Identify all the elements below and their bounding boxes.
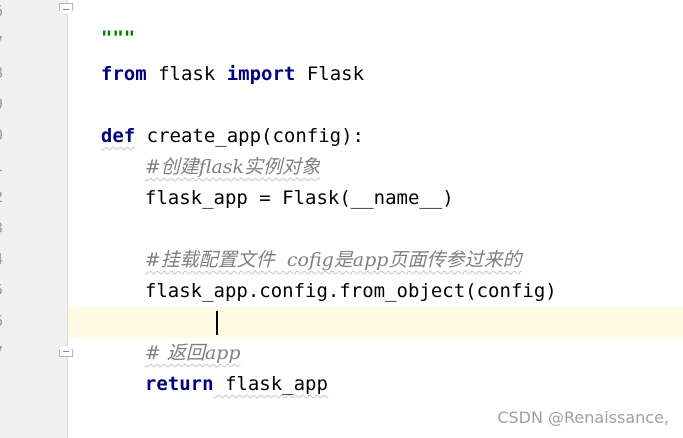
return-value: flask_app bbox=[213, 373, 328, 395]
line-number: 7 bbox=[0, 337, 8, 368]
line-number: 2 bbox=[0, 182, 8, 213]
code-line[interactable]: #创建flask实例对象 bbox=[122, 121, 320, 178]
code-line[interactable]: return flask_app bbox=[122, 338, 328, 395]
config-call-statement: flask_app.config.from_object(config) bbox=[144, 280, 557, 302]
module-name: flask bbox=[146, 63, 227, 85]
current-line-highlight bbox=[68, 307, 683, 338]
code-line[interactable]: def create_app(config): bbox=[78, 90, 364, 147]
comment: #创建flask实例对象 bbox=[144, 156, 321, 178]
fold-toggle-icon[interactable] bbox=[59, 345, 73, 357]
keyword-return: return bbox=[144, 373, 214, 395]
line-number: 7 bbox=[0, 27, 8, 58]
line-number: 5 bbox=[0, 275, 8, 306]
line-number: 4 bbox=[0, 244, 8, 275]
code-line[interactable]: """ bbox=[78, 0, 135, 49]
line-number: 8 bbox=[0, 58, 8, 89]
function-signature: create_app(config): bbox=[135, 125, 364, 147]
code-line[interactable]: #挂载配置文件 cofig是app页面传参过来的 bbox=[122, 214, 522, 271]
watermark: CSDN @Renaissance, bbox=[497, 408, 669, 427]
line-number: 9 bbox=[0, 89, 8, 120]
comment: # 返回app bbox=[144, 342, 241, 364]
code-line[interactable]: # 返回app bbox=[122, 307, 241, 364]
docstring-quotes: """ bbox=[100, 27, 136, 49]
keyword-import: import bbox=[226, 63, 296, 85]
import-name: Flask bbox=[295, 63, 365, 85]
code-line[interactable]: from flask import Flask bbox=[78, 28, 364, 85]
code-line[interactable]: flask_app = Flask(__name__) bbox=[122, 152, 454, 209]
line-number: 1 bbox=[0, 151, 8, 182]
assignment-statement: flask_app = Flask(__name__) bbox=[144, 187, 454, 209]
fold-toggle-icon[interactable] bbox=[59, 3, 73, 15]
keyword-def: def bbox=[100, 125, 136, 147]
text-caret bbox=[216, 311, 218, 335]
line-number: 6 bbox=[0, 0, 8, 27]
comment: #挂载配置文件 cofig是app页面传参过来的 bbox=[144, 249, 522, 271]
line-number: 3 bbox=[0, 213, 8, 244]
editor-gutter bbox=[0, 0, 68, 438]
line-number: 6 bbox=[0, 306, 8, 337]
keyword-from: from bbox=[100, 63, 147, 85]
line-number: 0 bbox=[0, 120, 8, 151]
code-line[interactable]: flask_app.config.from_object(config) bbox=[122, 245, 557, 302]
